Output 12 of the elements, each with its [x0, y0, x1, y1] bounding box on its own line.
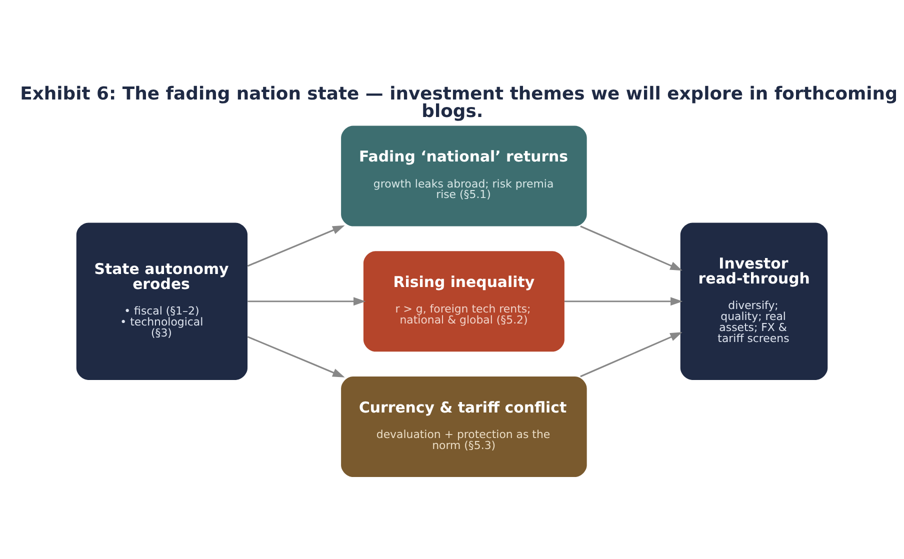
- arrow: [247, 225, 345, 267]
- arrow: [580, 226, 682, 271]
- diagram-title: Exhibit 6: The fading nation state — investment themes we will explore in forthcoming blogs.: [20, 83, 898, 122]
- node-box: State autonomy erodes • fiscal (§1–2) • technological (§3): [76, 222, 248, 380]
- arrow: [248, 297, 366, 306]
- node-box: Rising inequality r > g, foreign tech rents; national & global (§5.2): [363, 251, 564, 352]
- node-box: Currency & tariff conflict devaluation + protection as the norm (§5.3): [341, 376, 587, 478]
- arrow: [564, 297, 683, 306]
- arrow: [580, 332, 682, 378]
- arrow: [247, 336, 345, 378]
- node-box: Fading ‘national’ returns growth leaks abroad; risk premia rise (§5.1): [341, 126, 587, 226]
- node-box: Investor read-through diversify; quality; real assets; FX & tariff screens: [680, 222, 828, 380]
